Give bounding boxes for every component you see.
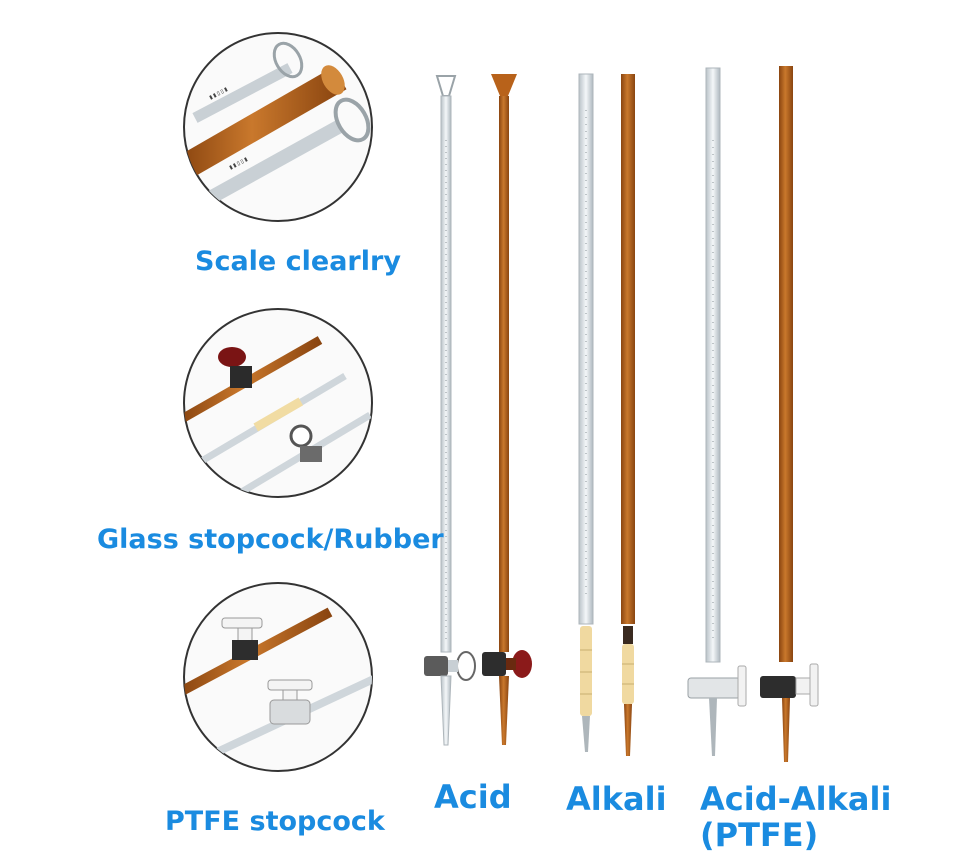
burette-acid-clear [424, 75, 476, 746]
burette-alkali-clear [578, 73, 594, 752]
burette-ptfe-clear [687, 67, 747, 756]
scale-detail-circle: ▮▮▯▯▮ ▮▮▯▯▮ [183, 32, 373, 222]
glass-stopcock-detail-circle [183, 308, 373, 498]
alkali-label: Alkali [566, 780, 667, 818]
acid-alkali-label: Acid-Alkali [700, 780, 892, 818]
burette-alkali-amber [621, 74, 635, 756]
acid-label: Acid [434, 778, 512, 816]
burette-acid-amber [482, 74, 532, 745]
ptfe-stopcock-label: PTFE stopcock [165, 806, 385, 837]
glass-stopcock-label: Glass stopcock/Rubber [97, 524, 444, 555]
burette-ptfe-amber [760, 66, 819, 762]
ptfe-stopcock-detail-circle [183, 582, 373, 772]
scale-clearly-label: Scale clearlry [195, 246, 401, 277]
ptfe-sub-label: (PTFE) [700, 816, 819, 854]
